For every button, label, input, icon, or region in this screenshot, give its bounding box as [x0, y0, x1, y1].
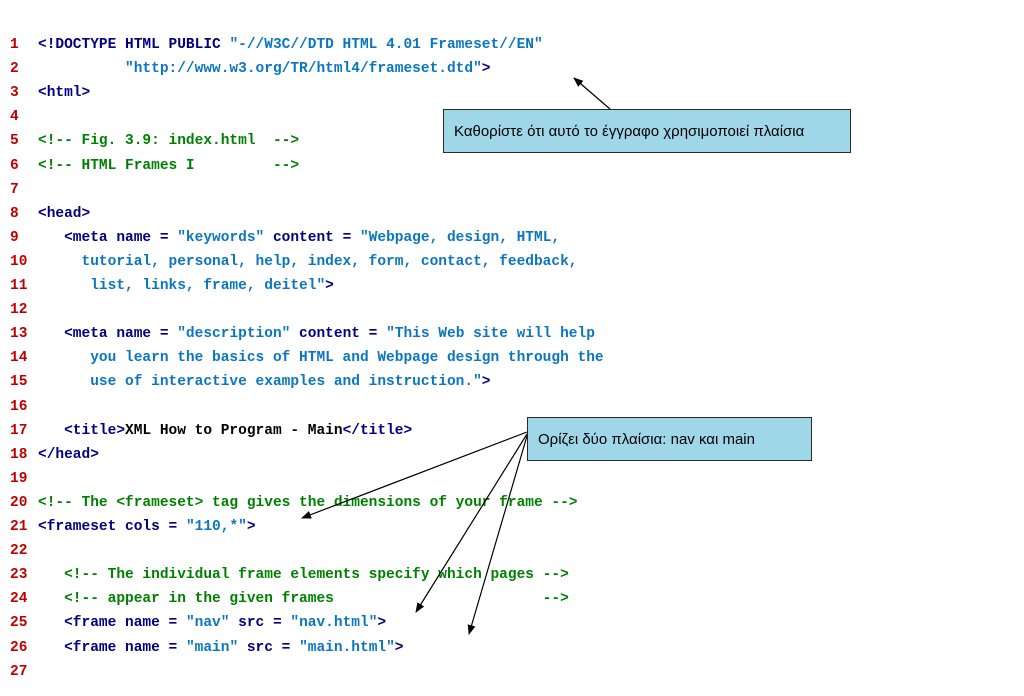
line-number: 4	[10, 109, 19, 126]
code-token: "http://www.w3.org/TR/html4/frameset.dtd…	[38, 61, 482, 78]
code-token: "description"	[177, 326, 291, 343]
code-token: <title>	[38, 422, 126, 439]
line-number: 12	[10, 302, 28, 319]
code-token: <meta name =	[38, 229, 178, 246]
code-token: <html>	[38, 85, 91, 102]
callout-frameset-doctype: Καθορίστε ότι αυτό το έγγραφο χρησιμοποι…	[443, 109, 851, 153]
line-number: 26	[10, 639, 28, 656]
code-token: "nav.html"	[290, 615, 378, 632]
line-number: 3	[10, 85, 19, 102]
line-text: tutorial, personal, help, index, form, c…	[38, 251, 578, 273]
line-text: <!-- Fig. 3.9: index.html -->	[38, 130, 299, 152]
line-number: 14	[10, 350, 28, 367]
line-text: <meta name = "description" content = "Th…	[38, 323, 595, 345]
line-text: <!-- The <frameset> tag gives the dimens…	[38, 492, 578, 514]
line-number: 9	[10, 229, 19, 246]
line-number: 21	[10, 519, 28, 535]
line-number: 22	[10, 543, 28, 560]
code-token: src =	[238, 639, 300, 656]
code-token: "main.html"	[299, 639, 395, 656]
line-number: 24	[10, 591, 28, 608]
code-token: "nav"	[185, 615, 230, 632]
code-token: list, links, frame, deitel"	[38, 278, 326, 294]
line-text: <title>XML How to Program - Main</title>	[38, 420, 412, 442]
line-number: 1	[10, 37, 19, 53]
line-number: 7	[10, 181, 19, 198]
line-text: </head>	[38, 444, 99, 466]
code-token: >	[481, 374, 491, 391]
code-token: content =	[264, 229, 360, 246]
line-number: 25	[10, 615, 28, 632]
line-number: 17	[10, 422, 28, 439]
line-text: you learn the basics of HTML and Webpage…	[38, 347, 604, 369]
line-number: 10	[10, 253, 28, 270]
line-text: <!-- The individual frame elements speci…	[38, 564, 569, 586]
code-token: <meta name =	[38, 326, 178, 343]
line-text: list, links, frame, deitel">	[38, 275, 334, 297]
line-text: use of interactive examples and instruct…	[38, 371, 490, 393]
code-token: "main"	[185, 639, 239, 656]
line-number: 16	[10, 398, 28, 415]
code-token: "110,*"	[185, 519, 247, 535]
line-number: 23	[10, 567, 28, 584]
code-token: src =	[229, 615, 291, 632]
code-token: >	[481, 61, 491, 78]
code-token: content =	[290, 326, 387, 343]
line-text: <!-- appear in the given frames -->	[38, 588, 569, 610]
line-number: 8	[10, 205, 19, 222]
code-token: <frame name =	[38, 615, 186, 632]
line-text: <frame name = "main" src = "main.html">	[38, 637, 404, 659]
code-token: <!-- appear in the given frames -->	[38, 591, 569, 608]
code-token: XML How to Program - Main	[125, 422, 343, 439]
line-text: <html>	[38, 82, 90, 104]
line-text: <!-- HTML Frames I -->	[38, 155, 299, 177]
line-text: "http://www.w3.org/TR/html4/frameset.dtd…	[38, 58, 490, 80]
line-number: 18	[10, 446, 28, 463]
code-token: you learn the basics of HTML and Webpage…	[38, 350, 604, 367]
code-token: "-//W3C//DTD HTML 4.01 Frameset//EN"	[229, 37, 543, 53]
code-token: <!DOCTYPE HTML PUBLIC	[38, 37, 230, 53]
line-number: 2	[10, 61, 19, 78]
line-text: <!DOCTYPE HTML PUBLIC "-//W3C//DTD HTML …	[38, 34, 543, 56]
line-number: 19	[10, 470, 28, 487]
code-token: >	[377, 615, 387, 632]
line-text: <meta name = "keywords" content = "Webpa…	[38, 227, 560, 249]
code-token: <head>	[38, 205, 91, 222]
code-token: </head>	[38, 446, 99, 463]
callout-two-frames: Ορίζει δύο πλαίσια: nav και main	[527, 417, 812, 461]
line-text: <head>	[38, 203, 90, 225]
line-text: <frameset cols = "110,*">	[38, 516, 256, 538]
code-token: <!-- HTML Frames I -->	[38, 157, 300, 174]
code-token: </title>	[342, 422, 413, 439]
line-text: <frame name = "nav" src = "nav.html">	[38, 612, 386, 634]
line-number: 5	[10, 133, 19, 150]
code-token: >	[246, 519, 256, 535]
code-token: use of interactive examples and instruct…	[38, 374, 482, 391]
code-token: tutorial, personal, help, index, form, c…	[38, 253, 578, 270]
code-token: <frame name =	[38, 639, 186, 656]
code-token: "This Web site will help	[386, 326, 595, 343]
line-number: 13	[10, 326, 28, 343]
line-number: 27	[10, 663, 28, 680]
line-number: 6	[10, 157, 19, 174]
code-token: >	[394, 639, 404, 656]
code-token: <!-- The individual frame elements speci…	[38, 567, 569, 584]
code-token: <!-- Fig. 3.9: index.html -->	[38, 133, 300, 150]
line-number: 20	[10, 494, 28, 511]
code-token: <frameset cols =	[38, 519, 186, 535]
code-token: "Webpage, design, HTML,	[359, 229, 561, 246]
code-token: "keywords"	[177, 229, 265, 246]
code-token: >	[325, 278, 334, 294]
line-number: 11	[10, 278, 28, 294]
code-token: <!-- The <frameset> tag gives the dimens…	[38, 494, 578, 511]
line-number: 15	[10, 374, 28, 391]
